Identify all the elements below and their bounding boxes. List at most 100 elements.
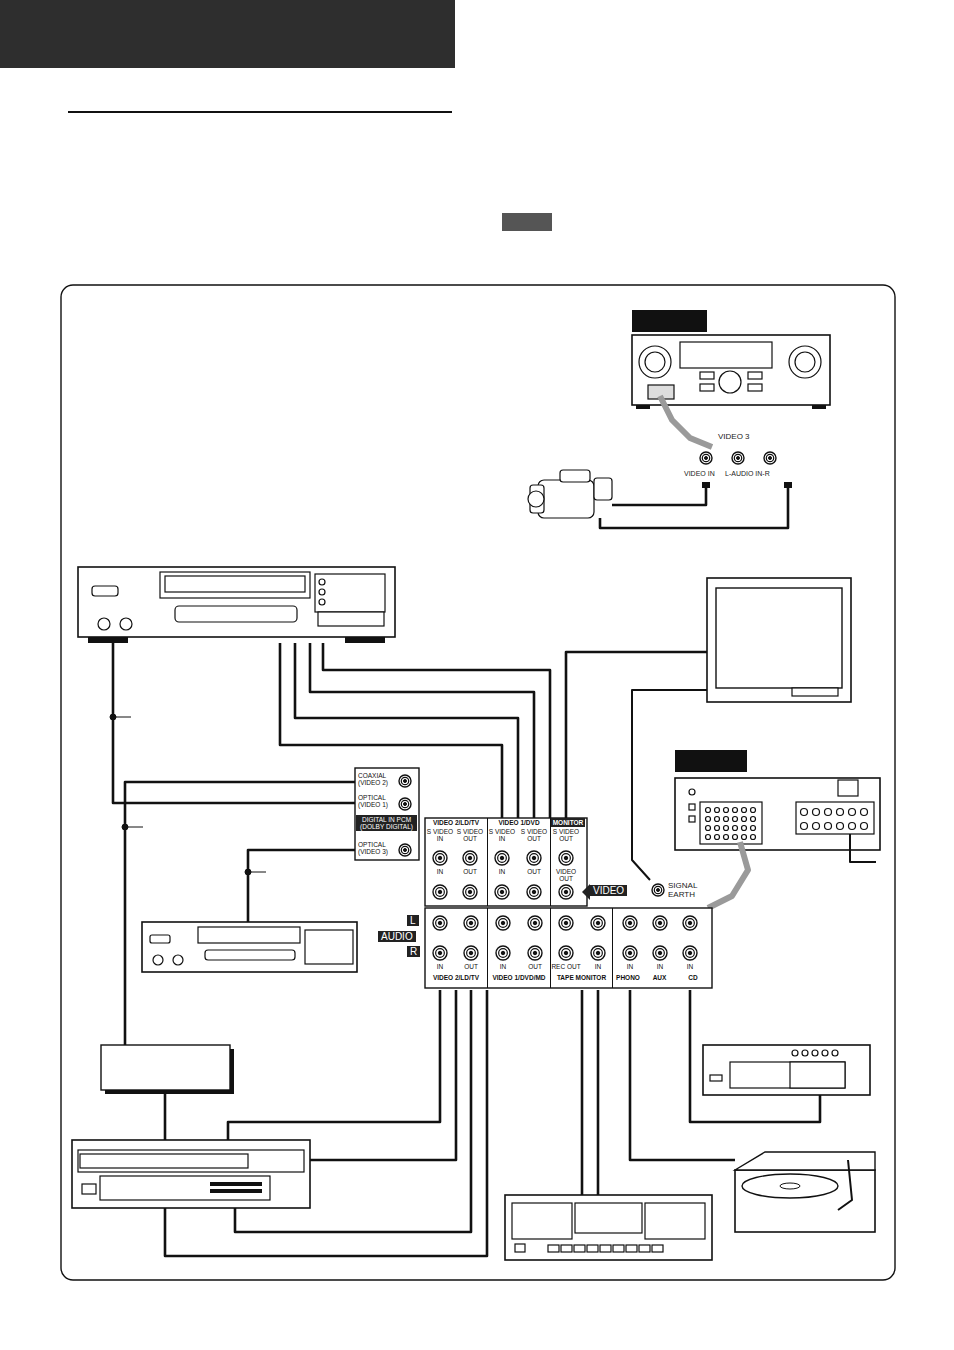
device-part xyxy=(733,835,738,840)
cable xyxy=(632,690,707,880)
cable xyxy=(838,1160,852,1210)
device-part xyxy=(500,856,504,860)
device-part xyxy=(527,851,541,865)
device-part xyxy=(594,919,603,928)
cable xyxy=(248,850,355,922)
device-part xyxy=(559,946,573,960)
cable xyxy=(581,990,584,1195)
device-part xyxy=(706,826,711,831)
terminal-label: IN xyxy=(489,963,517,970)
device-part xyxy=(562,888,571,897)
cable xyxy=(708,842,748,908)
cable xyxy=(612,486,706,505)
terminal-label: S VIDEO OUT xyxy=(552,828,580,842)
cable xyxy=(228,990,440,1140)
device-part xyxy=(751,835,756,840)
device-part xyxy=(173,955,183,965)
device-part xyxy=(795,352,815,372)
rule xyxy=(68,111,452,113)
panel-label: SIGNAL EARTH xyxy=(668,882,710,900)
terminal-label: IN xyxy=(646,963,674,970)
device-part xyxy=(433,851,447,865)
divider xyxy=(487,818,488,906)
device-part xyxy=(658,951,662,955)
divider xyxy=(550,818,551,906)
device-part xyxy=(719,371,741,393)
cable xyxy=(630,990,735,1160)
device-part xyxy=(574,1245,585,1252)
md-deck xyxy=(142,922,357,972)
note-tag xyxy=(502,213,552,231)
device-part xyxy=(706,835,711,840)
device-part xyxy=(175,606,297,622)
device-part xyxy=(594,478,612,500)
device-part xyxy=(399,798,411,810)
terminal-label: DIGITAL IN PCM (DOLBY DIGITAL) xyxy=(356,815,417,831)
device-part xyxy=(724,808,729,813)
terminal-label: S VIDEO IN xyxy=(488,828,516,842)
tag xyxy=(632,310,707,332)
device-part xyxy=(562,854,571,863)
device-part xyxy=(464,946,478,960)
device-part xyxy=(198,927,300,943)
device-part xyxy=(305,930,353,964)
device-part xyxy=(837,823,844,830)
device-part xyxy=(792,688,838,696)
device-part xyxy=(498,888,507,897)
cd-player xyxy=(703,1045,870,1095)
divider xyxy=(612,908,613,988)
device-part xyxy=(724,817,729,822)
device-part xyxy=(645,1203,705,1239)
terminal-label: OPTICAL (VIDEO 1) xyxy=(358,794,398,808)
device-part xyxy=(802,1050,808,1056)
terminal-label: CD xyxy=(676,974,710,981)
terminal-label: S VIDEO OUT xyxy=(520,828,548,842)
device-part xyxy=(533,951,537,955)
device-part xyxy=(689,804,695,810)
device-part xyxy=(600,1245,611,1252)
background xyxy=(0,0,895,1280)
terminal-label: TAPE MONITOR xyxy=(551,974,612,981)
cable xyxy=(660,396,712,447)
tuner-box xyxy=(101,1045,230,1090)
terminal-label: IN xyxy=(616,963,644,970)
device-part xyxy=(319,579,325,585)
device-part xyxy=(438,856,442,860)
device-part xyxy=(501,951,505,955)
device-part xyxy=(210,1182,262,1186)
device-part xyxy=(715,835,720,840)
device-part xyxy=(724,835,729,840)
device-part xyxy=(399,844,411,856)
device-part xyxy=(98,618,110,630)
cable xyxy=(125,782,355,1045)
device-part xyxy=(165,576,305,592)
turntable xyxy=(735,1170,875,1232)
device-part xyxy=(467,919,476,928)
terminal-label: AUX xyxy=(644,974,675,981)
terminal-label: VIDEO 1/DVD/MD xyxy=(488,974,550,981)
device-part xyxy=(433,885,447,899)
device-part xyxy=(813,809,820,816)
device-part xyxy=(626,919,635,928)
terminal-label: VIDEO 2/LD/TV xyxy=(425,819,487,826)
terminal-label: IN xyxy=(676,963,704,970)
device-part xyxy=(401,800,408,807)
device-part xyxy=(715,808,720,813)
device-part xyxy=(769,457,772,460)
terminal-label: IN xyxy=(426,963,454,970)
device-part xyxy=(861,809,868,816)
device-part xyxy=(652,884,664,896)
cable xyxy=(566,652,707,818)
device-part xyxy=(751,808,756,813)
cable xyxy=(600,486,788,528)
devices xyxy=(72,310,880,1260)
device-part xyxy=(150,935,170,943)
terminal-panel: COAXIAL (VIDEO 2)OPTICAL (VIDEO 1)DIGITA… xyxy=(355,768,419,860)
device-part xyxy=(812,1050,818,1056)
terminal-label: OPTICAL (VIDEO 3) xyxy=(358,841,398,855)
device-part xyxy=(689,789,695,795)
device-part xyxy=(715,817,720,822)
device-part xyxy=(838,780,858,796)
panel-label: R xyxy=(407,946,420,957)
cable xyxy=(597,990,600,1195)
